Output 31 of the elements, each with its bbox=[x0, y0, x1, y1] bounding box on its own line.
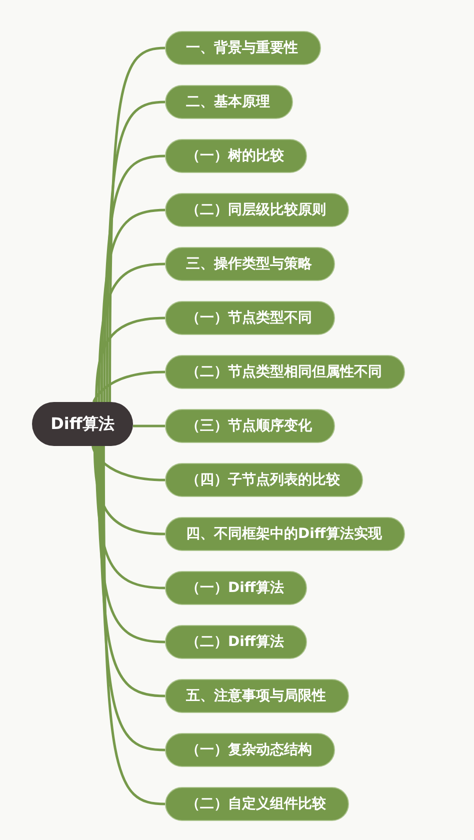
branch-line bbox=[102, 446, 166, 806]
branch-line bbox=[92, 370, 166, 402]
topic-box: 二、基本原理 bbox=[165, 85, 293, 119]
branch-line bbox=[93, 446, 166, 536]
topic-box: （二）Diff算法 bbox=[165, 625, 307, 659]
branch-line bbox=[108, 46, 166, 402]
topic-box: （一）节点类型不同 bbox=[165, 301, 335, 335]
branch-line bbox=[100, 208, 166, 402]
branch-line bbox=[97, 446, 166, 644]
branch-line bbox=[103, 154, 166, 402]
topic-box: 一、背景与重要性 bbox=[165, 31, 321, 65]
branch-line bbox=[98, 446, 166, 698]
branch-line bbox=[95, 316, 166, 402]
branch-line bbox=[106, 100, 166, 402]
topic-box: 五、注意事项与局限性 bbox=[165, 679, 349, 713]
topic-box: （二）同层级比较原则 bbox=[165, 193, 349, 227]
branch-line bbox=[92, 446, 166, 482]
topic-box: （一）Diff算法 bbox=[165, 571, 307, 605]
topic-box: （二）自定义组件比较 bbox=[165, 787, 349, 821]
topic-box: （四）子节点列表的比较 bbox=[165, 463, 363, 497]
topic-box: （二）节点类型相同但属性不同 bbox=[165, 355, 405, 389]
branch-line bbox=[98, 262, 166, 402]
branch-line bbox=[100, 446, 166, 752]
topic-box: （三）节点顺序变化 bbox=[165, 409, 335, 443]
topic-box: 三、操作类型与策略 bbox=[165, 247, 335, 281]
topic-box: 四、不同框架中的Diff算法实现 bbox=[165, 517, 405, 551]
branch-line bbox=[133, 424, 165, 428]
topic-box: （一）树的比较 bbox=[165, 139, 307, 173]
root-topic-box: Diff算法 bbox=[32, 402, 133, 446]
topic-box: （一）复杂动态结构 bbox=[165, 733, 335, 767]
branch-line bbox=[95, 446, 166, 590]
